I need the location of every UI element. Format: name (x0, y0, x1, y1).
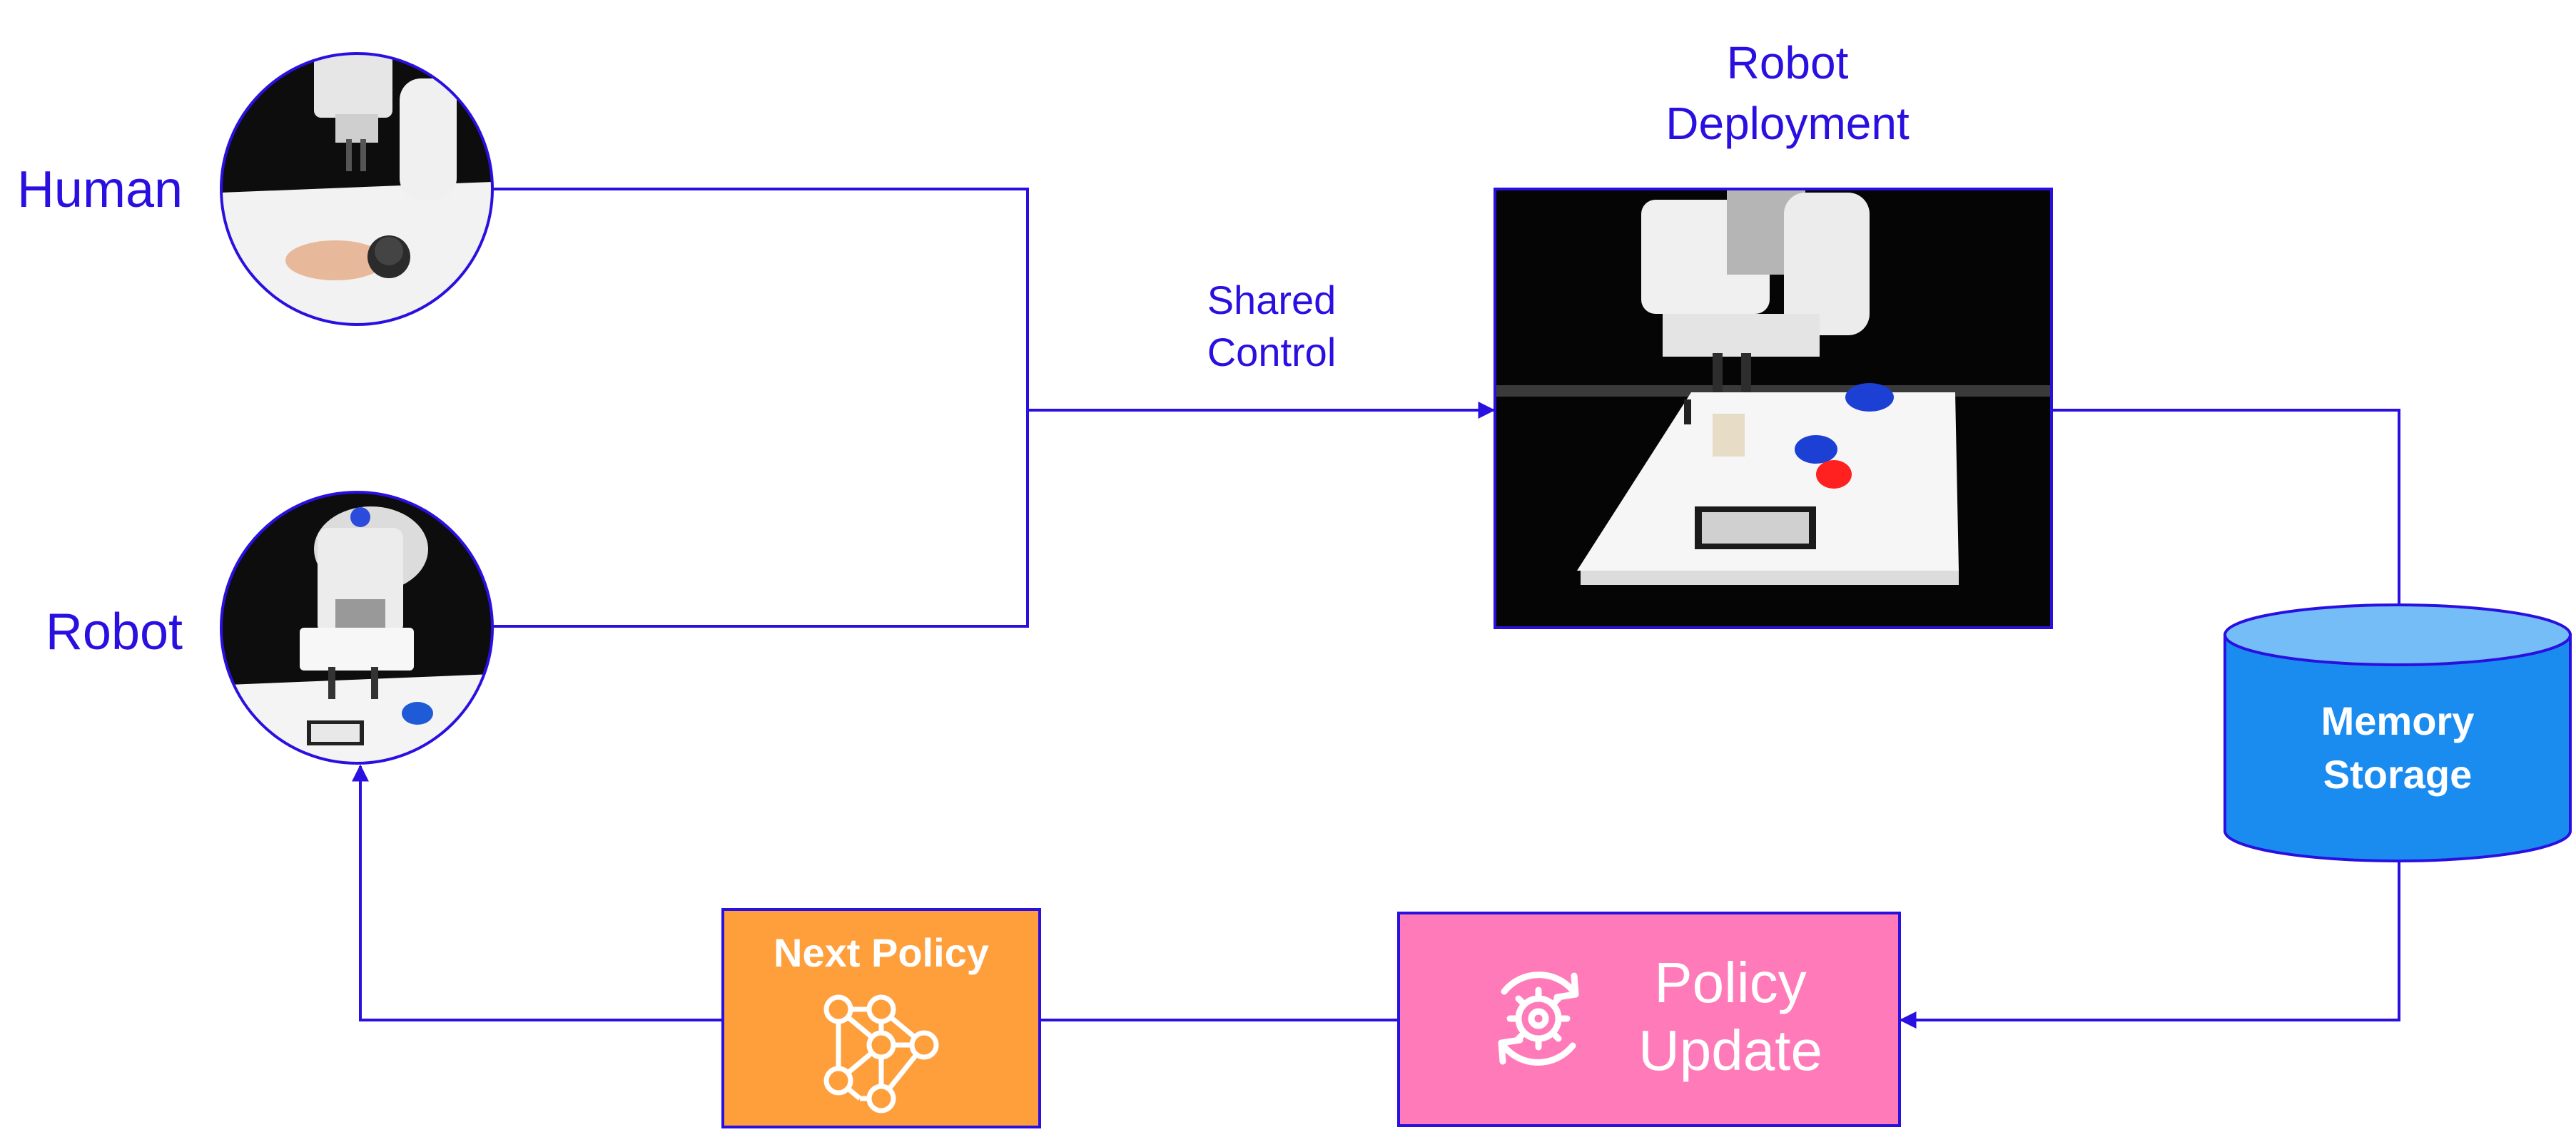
next-policy-to-robot-arrow (352, 764, 723, 1021)
human-label: Human (17, 161, 183, 218)
robot-to-merge-line (492, 410, 1029, 628)
next-policy-label: Next Policy (774, 930, 989, 975)
memory-to-policy-update-arrow (1899, 862, 2400, 1029)
neural-network-icon (823, 994, 939, 1113)
robot-deployment-photo (1494, 188, 2053, 629)
deployment-to-memory-line (2053, 409, 2400, 608)
human-photo (220, 52, 494, 326)
robot-deployment-title-line1: Robot (1727, 37, 1849, 88)
shared-control-label-line1: Shared (1207, 277, 1337, 322)
memory-storage-label-line1: Memory (2321, 698, 2475, 743)
policy-update-label-line2: Update (1638, 1019, 1822, 1082)
memory-storage-label-line2: Storage (2323, 752, 2473, 797)
connectors (352, 188, 2400, 1029)
robot-deployment-title-line2: Deployment (1665, 98, 1910, 149)
robot-label: Robot (46, 603, 183, 661)
gear-cycle-icon (1498, 972, 1579, 1066)
robot-photo (220, 491, 494, 765)
policy-update-box (1397, 912, 1901, 1127)
memory-storage-cylinder (2223, 603, 2572, 862)
policy-update-label-line1: Policy (1654, 951, 1806, 1014)
human-to-merge-line (492, 188, 1029, 410)
shared-control-label-line2: Control (1207, 330, 1337, 374)
